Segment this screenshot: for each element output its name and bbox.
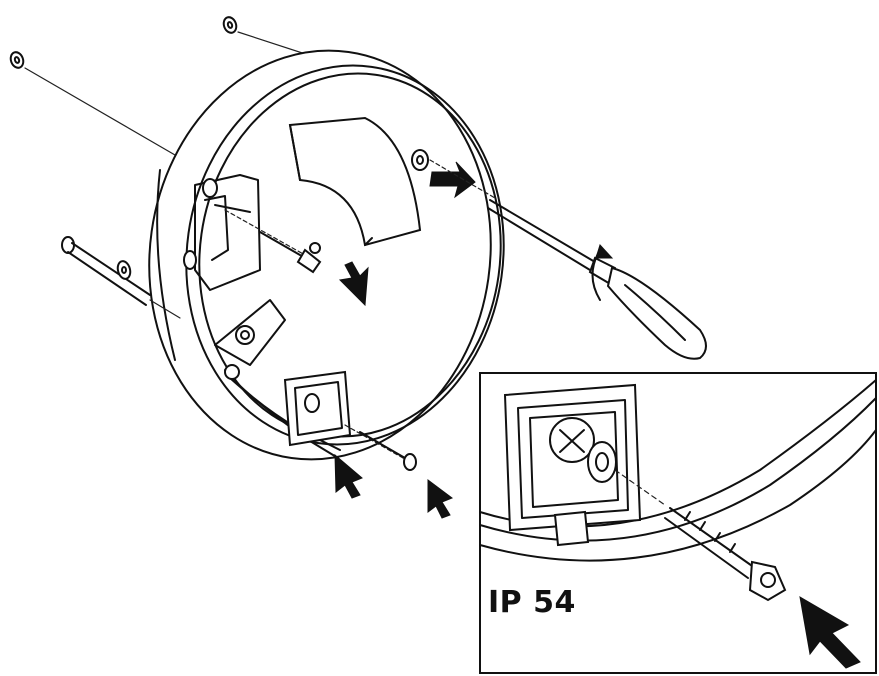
washer-left bbox=[116, 260, 132, 280]
cable-entry-cutout bbox=[288, 116, 422, 247]
arrow-small-screw bbox=[427, 479, 454, 519]
long-screw-left bbox=[61, 236, 181, 319]
cable-entry-box bbox=[283, 370, 352, 447]
washer-top-center bbox=[222, 16, 238, 34]
leader-line-left bbox=[24, 67, 176, 156]
center-screw bbox=[224, 209, 322, 274]
arrow-center-screw bbox=[338, 261, 369, 307]
mounting-hole-right bbox=[411, 149, 429, 171]
mounting-bracket-left bbox=[183, 174, 261, 291]
terminal-block bbox=[214, 299, 341, 459]
arrow-cable-entry bbox=[334, 453, 363, 499]
washer-top-left bbox=[9, 51, 25, 69]
arrow-right-hole bbox=[429, 161, 476, 199]
arrow-inset-screw bbox=[799, 596, 861, 669]
small-screw-bottom bbox=[344, 424, 417, 471]
ip-rating-label: IP 54 bbox=[488, 585, 576, 620]
screwdriver-icon bbox=[429, 159, 707, 360]
